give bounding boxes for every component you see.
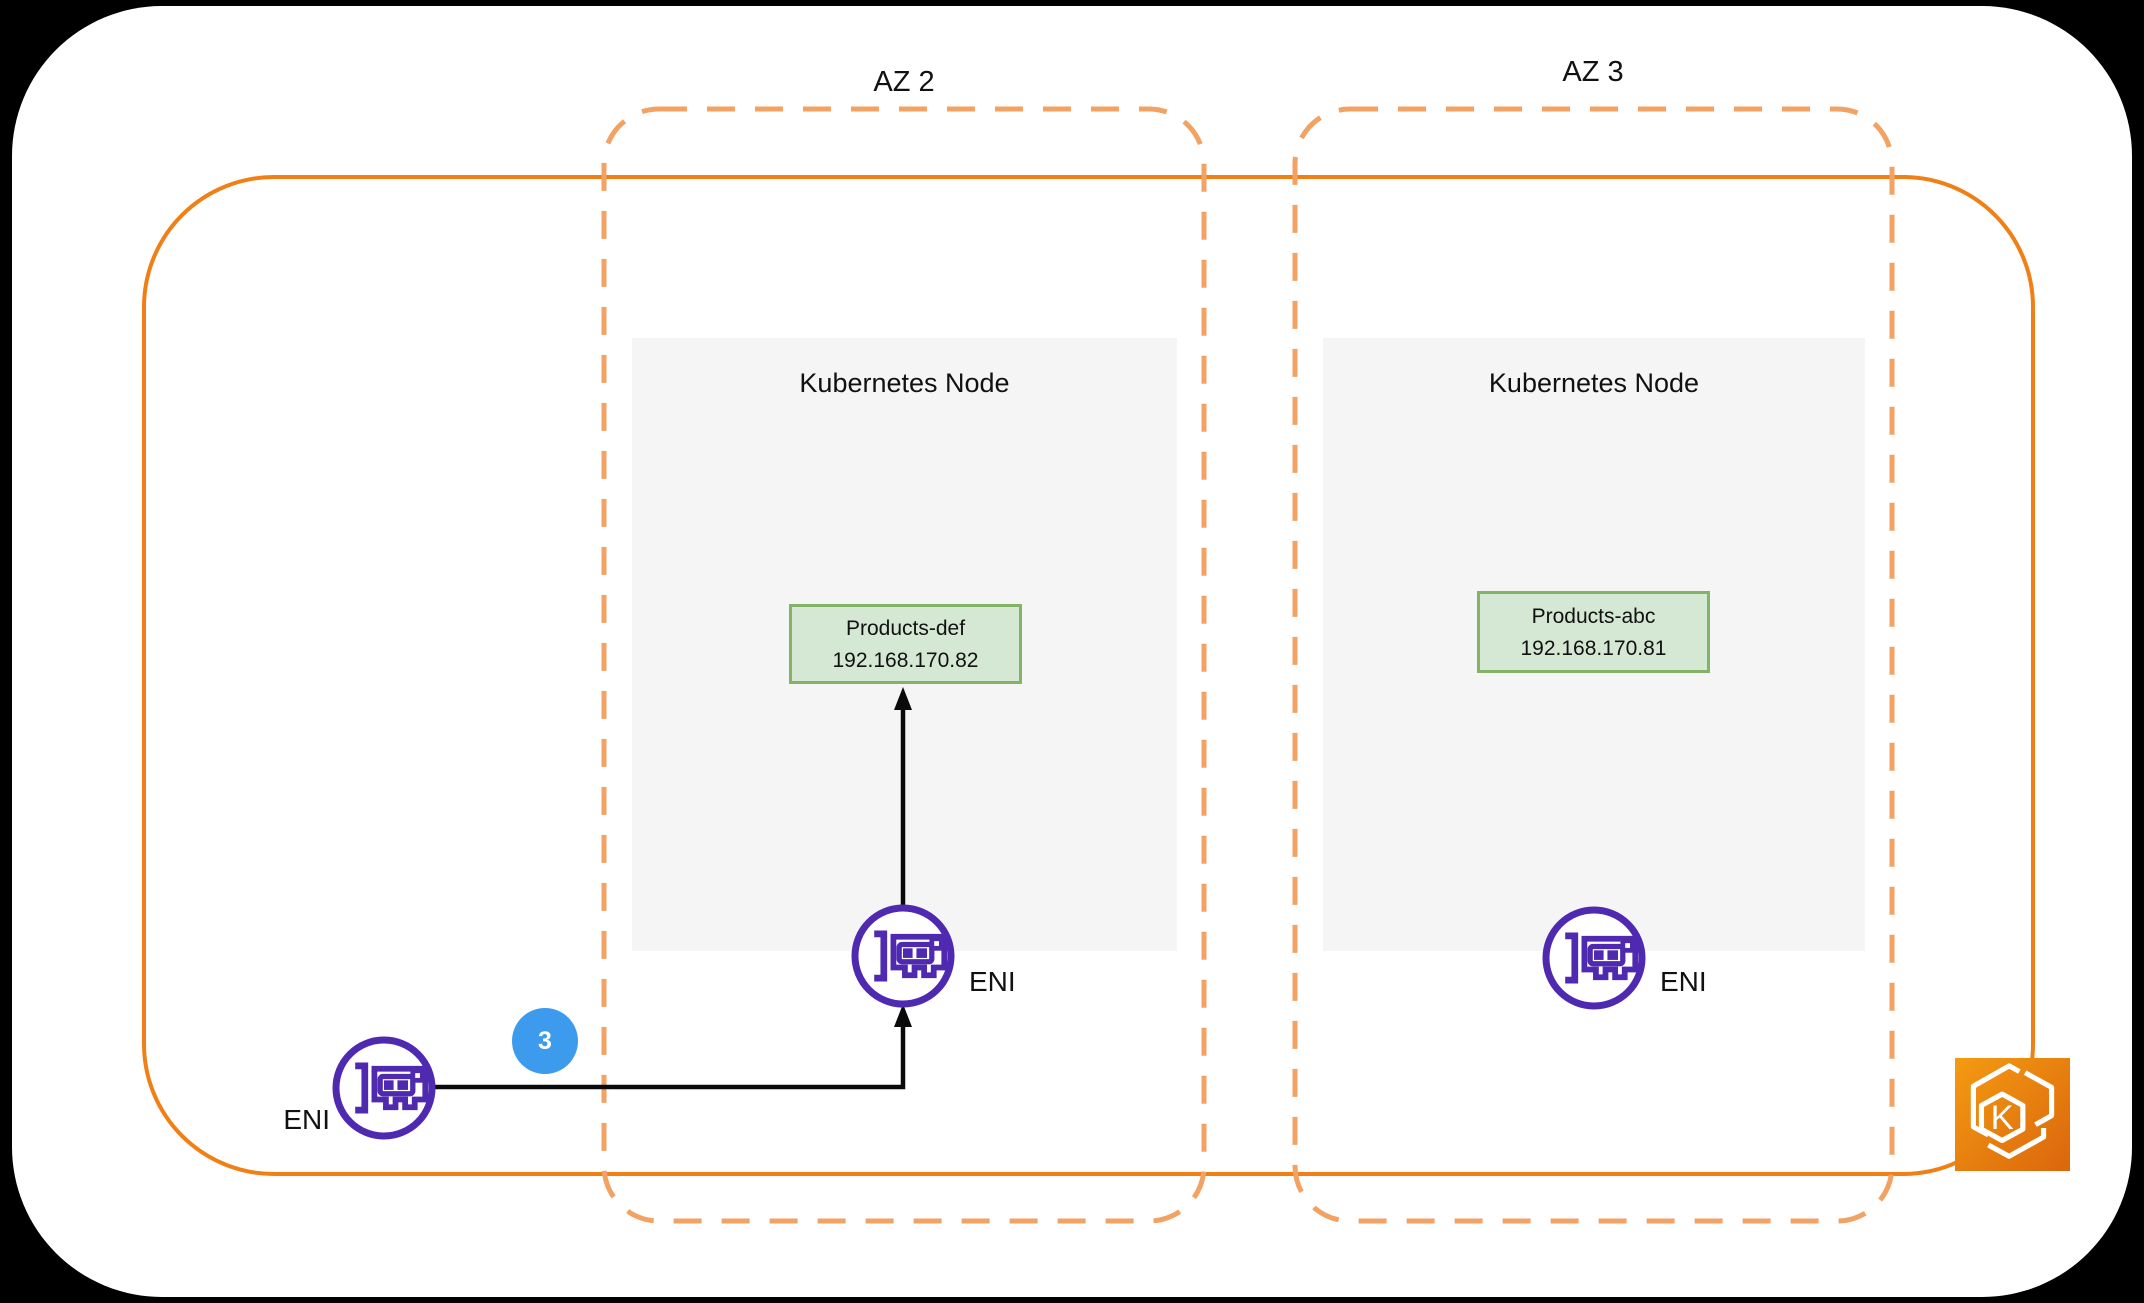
eni-glyph-card: [890, 933, 948, 979]
label-layer: AZ 2 AZ 3 Products-def 192.168.170.82 Pr…: [12, 6, 2132, 1297]
eni-icon: [851, 904, 955, 1008]
az2-label: AZ 2: [873, 66, 935, 98]
diagram-layer: K: [142, 106, 2070, 1224]
eni-glyph-pane: [903, 948, 913, 958]
eks-icon-glyph: K: [1970, 1063, 2055, 1159]
eni-glyph-pane: [397, 1080, 408, 1090]
vpc-boundary: [142, 175, 2035, 1176]
az2-eni-label: ENI: [969, 966, 1016, 997]
eni-glyph-card: [1581, 935, 1639, 981]
eni-glyph-pane: [1594, 950, 1604, 960]
eni-glyph-bracket: [874, 930, 888, 982]
eni-glyph-port: [1620, 938, 1635, 953]
pod-name: Products-def: [845, 616, 966, 640]
node-title: Kubernetes Node: [1488, 368, 1700, 398]
az2-boundary: [601, 106, 1207, 1224]
pod-name: Products-abc: [1531, 604, 1656, 628]
pod-box-az2: Products-def 192.168.170.82: [789, 604, 1022, 684]
eni-icon: [1542, 906, 1646, 1010]
external-eni-label: ENI: [283, 1104, 330, 1135]
eni-glyph-bracket: [355, 1062, 369, 1114]
eni-glyph-pane: [1607, 950, 1618, 960]
eni-glyph-window: [896, 941, 935, 965]
eni-glyph-pane: [916, 948, 927, 958]
eks-icon: K: [1955, 1058, 2070, 1171]
arrow-external-eni-to-az2-eni: [435, 1004, 912, 1090]
eks-hex-left: [1970, 1063, 2021, 1138]
arrowhead-icon: [894, 687, 912, 710]
pod-ip: 192.168.170.82: [832, 648, 979, 672]
arrowhead-icon: [894, 1004, 912, 1027]
az3-boundary: [1292, 106, 1895, 1224]
eni-glyph-bracket: [1565, 932, 1579, 984]
arrow-line: [435, 1022, 906, 1090]
kubernetes-node-box-az3: Kubernetes Node: [1323, 338, 1865, 951]
eni-glyph-pane: [384, 1080, 394, 1090]
eks-inner-hex: [1978, 1091, 2026, 1144]
eni-glyph: [355, 1062, 429, 1114]
eks-hex-right: [2023, 1070, 2055, 1127]
diagram-canvas: Kubernetes Node Kubernetes Node: [12, 6, 2132, 1297]
pod-ip: 192.168.170.81: [1520, 636, 1667, 660]
eni-glyph-port: [410, 1068, 425, 1083]
eni-glyph: [1565, 932, 1639, 984]
node-layer: Kubernetes Node Kubernetes Node: [12, 6, 2132, 1297]
eks-letter: K: [1991, 1099, 2014, 1137]
eks-hex-bottom: [1987, 1128, 2047, 1159]
pod-box-az3: Products-abc 192.168.170.81: [1477, 591, 1710, 673]
node-title: Kubernetes Node: [799, 368, 1010, 398]
arrow-az2-eni-to-pod: [894, 687, 912, 907]
az3-label: AZ 3: [1562, 56, 1624, 88]
eni-glyph-card: [371, 1065, 429, 1111]
step-badge: 3: [512, 1008, 578, 1074]
eni-glyph-window: [1587, 943, 1626, 967]
eni-icon: [332, 1036, 436, 1140]
az3-eni-label: ENI: [1660, 966, 1707, 997]
eni-glyph-port: [929, 936, 944, 951]
eni-glyph-window: [377, 1073, 416, 1097]
eni-glyph: [874, 930, 948, 982]
